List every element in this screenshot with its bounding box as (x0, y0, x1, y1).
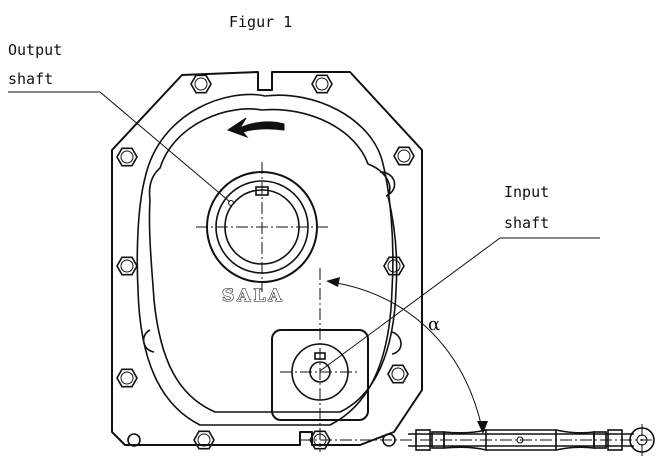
right-upper-boss (379, 171, 396, 197)
torque-arm (408, 424, 655, 458)
housing-casting-contour (148, 108, 398, 413)
angle-label: α (428, 314, 440, 335)
torque-arm-nut-right-2 (607, 429, 623, 451)
bolt-top-left (190, 74, 212, 94)
brand-text: SALA (222, 286, 285, 306)
output-shaft-label: Output shaft (8, 41, 234, 206)
gearbox-housing (111, 71, 423, 446)
bolt-bottom-left (193, 430, 215, 450)
input-label-line1: Input (504, 183, 549, 201)
rotation-arrow-icon (226, 117, 285, 139)
angle-arrow-bottom (477, 421, 488, 434)
bolt-lower-right (387, 364, 409, 384)
right-boss (391, 331, 402, 355)
figure-title: Figur 1 (229, 13, 292, 31)
torque-arm-nut-left-1 (415, 429, 431, 451)
angle-arrow-top (326, 277, 340, 287)
bolt-hexes (116, 74, 415, 450)
turnbuckle-hole (516, 436, 524, 444)
output-label-line2: shaft (8, 70, 53, 88)
housing-inner-flange (136, 93, 394, 426)
bolt-upper-right (393, 146, 415, 166)
base-hole-left (127, 433, 141, 447)
output-leader-line (8, 91, 231, 203)
bolt-top-right (311, 74, 333, 94)
input-shaft-label: Input shaft (319, 183, 600, 372)
bolt-mid-left (116, 256, 138, 276)
left-boss (142, 329, 155, 353)
output-shaft (196, 162, 330, 292)
input-leader-line (319, 237, 600, 372)
angle-arc (329, 281, 483, 429)
input-label-line2: shaft (504, 214, 549, 232)
torque-arm-nut-right-1 (593, 431, 607, 449)
bolt-mid-right (383, 256, 405, 276)
bolt-upper-left (116, 147, 138, 167)
output-label-line1: Output (8, 41, 62, 59)
bolt-lower-left (116, 368, 138, 388)
